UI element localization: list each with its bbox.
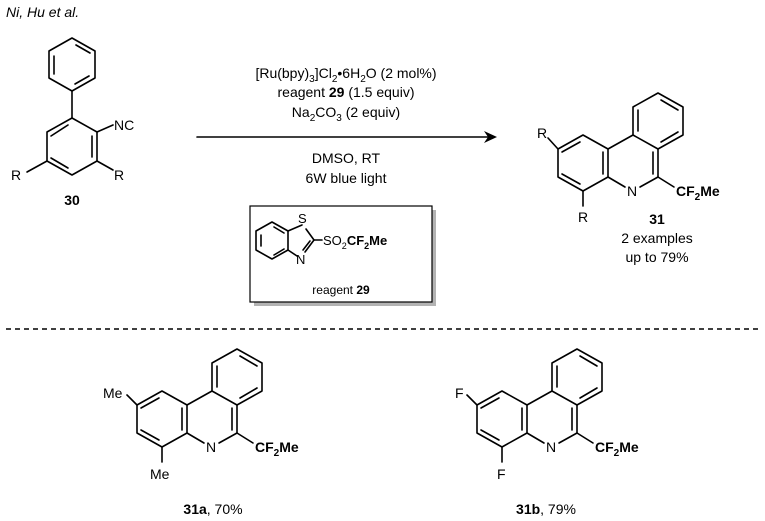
product-31b-f-top: F bbox=[455, 385, 464, 401]
product-31a-me-top: Me bbox=[103, 385, 123, 401]
substituted-ring bbox=[46, 117, 98, 176]
product-nitrogen: N bbox=[627, 183, 637, 199]
product-r-bottom: R bbox=[578, 209, 588, 225]
reagent-29-box: S N SO2CF2Me reagent 29 bbox=[249, 205, 436, 306]
product-31a-cf2me: CF2Me bbox=[255, 439, 299, 459]
benzothiazole-ring bbox=[255, 221, 315, 260]
condition-light: 6W blue light bbox=[306, 170, 387, 186]
compound-number-30: 30 bbox=[64, 192, 80, 208]
phenyl-ring bbox=[48, 37, 96, 92]
product-31a-me-bottom: Me bbox=[150, 466, 170, 482]
product-31b: N F F CF2Me 31b, 79% bbox=[455, 348, 639, 517]
product-31a-label: 31a, 70% bbox=[183, 501, 242, 517]
isocyanide-group: NC bbox=[114, 117, 134, 133]
product-31b-cf2me: CF2Me bbox=[595, 439, 639, 459]
starting-material-30: NC R R 30 bbox=[11, 37, 134, 208]
authors-label: Ni, Hu et al. bbox=[6, 4, 79, 20]
condition-reagent: reagent 29 (1.5 equiv) bbox=[278, 84, 415, 100]
reagent-caption: reagent 29 bbox=[312, 283, 370, 297]
r-substituent-left: R bbox=[11, 167, 21, 183]
thiazole-sulfur: S bbox=[298, 211, 307, 226]
reaction-conditions: [Ru(bpy)3]Cl2•6H2O (2 mol%) reagent 29 (… bbox=[196, 65, 497, 186]
product-31b-label: 31b, 79% bbox=[516, 501, 576, 517]
product-examples: 2 examples bbox=[621, 230, 693, 246]
product-r-top: R bbox=[537, 125, 547, 141]
thiazole-nitrogen: N bbox=[296, 252, 305, 267]
product-31b-nitrogen: N bbox=[546, 439, 556, 455]
compound-number-31: 31 bbox=[649, 211, 665, 227]
r-substituent-right: R bbox=[114, 167, 124, 183]
product-31a-nitrogen: N bbox=[206, 439, 216, 455]
condition-solvent: DMSO, RT bbox=[312, 150, 381, 166]
product-yield-range: up to 79% bbox=[625, 249, 688, 265]
product-31a: N Me Me CF2Me 31a, 70% bbox=[103, 348, 299, 517]
product-cf2me-group: CF2Me bbox=[676, 183, 720, 203]
product-31b-f-bottom: F bbox=[497, 466, 506, 482]
arrow-head bbox=[484, 131, 497, 143]
condition-base: Na2CO3 (2 equiv) bbox=[292, 104, 400, 124]
product-31: N R R CF2Me 31 2 examples up to 79% bbox=[537, 92, 720, 265]
condition-catalyst: [Ru(bpy)3]Cl2•6H2O (2 mol%) bbox=[255, 65, 436, 85]
sulfonyl-group: SO2CF2Me bbox=[323, 233, 387, 251]
